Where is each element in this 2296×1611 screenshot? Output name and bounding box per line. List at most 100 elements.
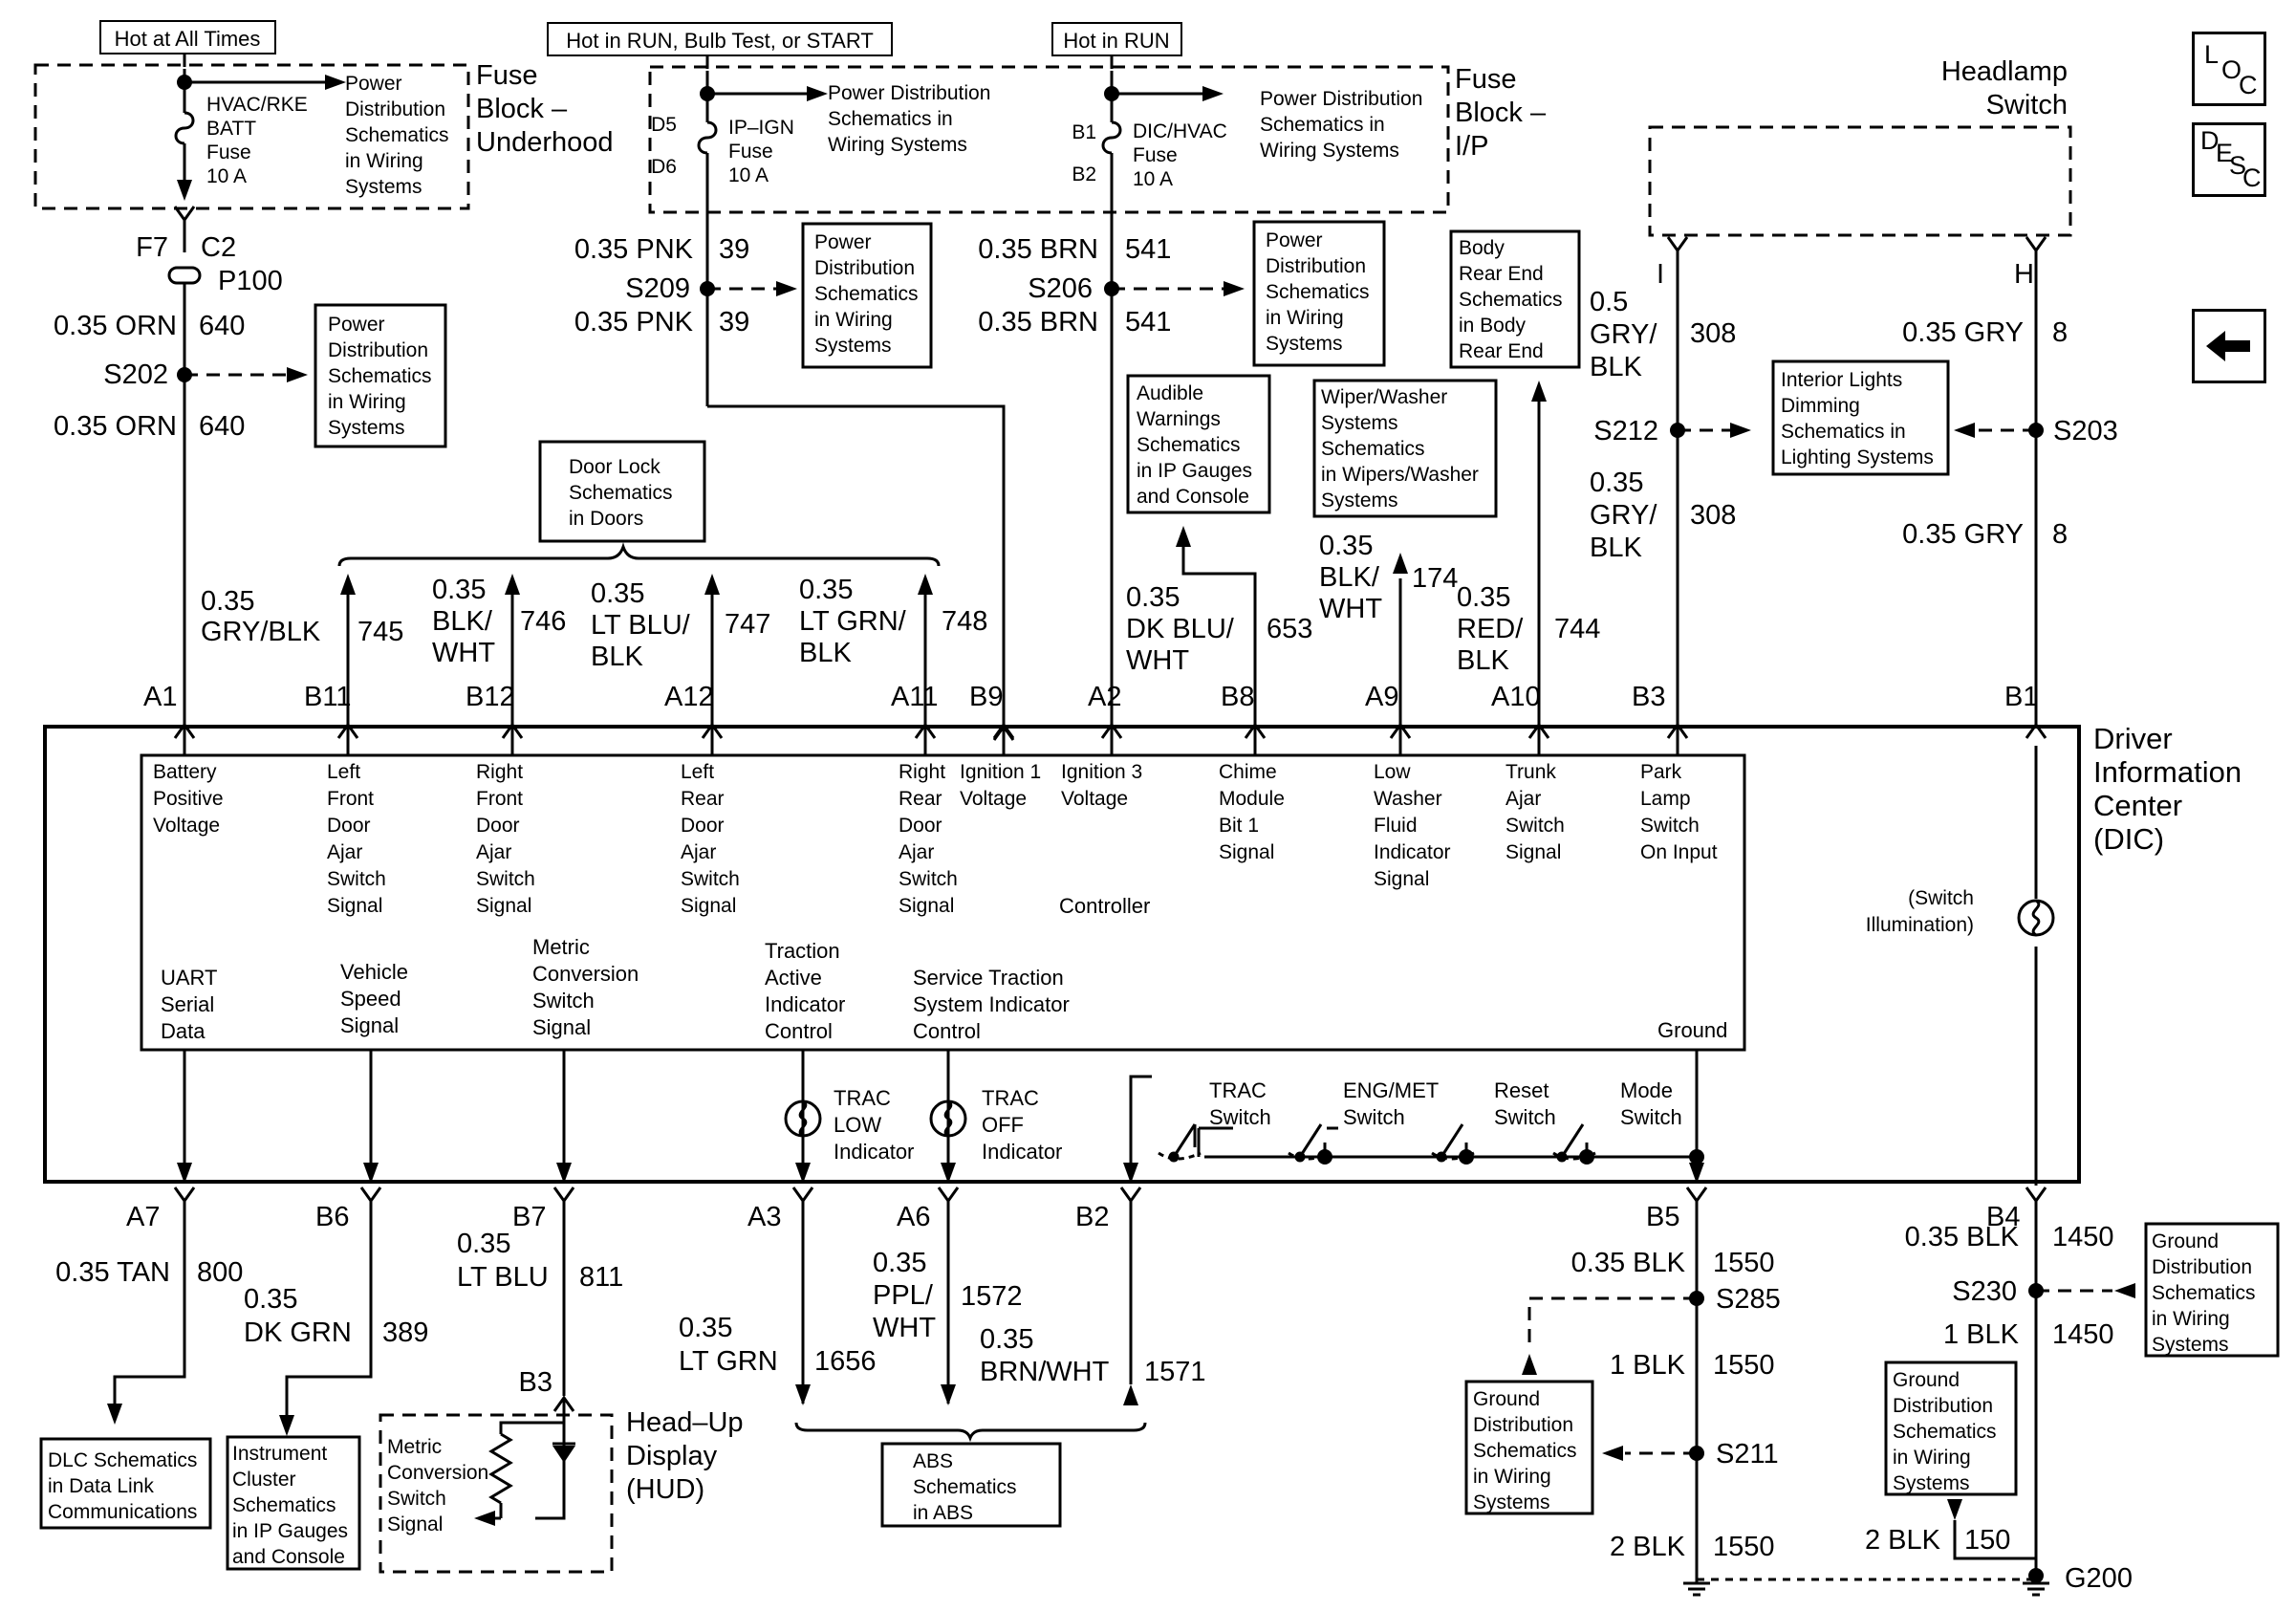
dic-pin-top-icon: [1666, 722, 1689, 739]
dic-output-arrow-icon: [941, 1163, 956, 1184]
dic-input-label: Lamp: [1640, 788, 1691, 810]
ground-g200-label: G200: [2065, 1563, 2133, 1594]
hvac-rke-fuse-label: 10 A: [206, 165, 247, 187]
dic-input-label: Chime: [1219, 761, 1277, 783]
dic-pin-bottom-icon: [937, 1186, 960, 1204]
switch-dash-link: [1431, 1151, 1475, 1161]
abs-arrow-icon: [795, 1384, 811, 1405]
wire-747-circuit: 747: [725, 609, 770, 640]
ground-g200-icon: [2023, 1576, 2049, 1597]
dic-pin-bottom-label: A3: [747, 1202, 781, 1232]
wire-1550-circuit-2: 1550: [1713, 1350, 1775, 1381]
wire: [499, 1398, 566, 1434]
dic-input-label: Signal: [1219, 841, 1274, 863]
wire-174-label: BLK/: [1319, 562, 1380, 593]
dic-input-label: Left: [681, 761, 714, 783]
ip-power-dist-label-1: Wiring Systems: [828, 134, 967, 156]
ref-audible-warnings: Audible: [1137, 382, 1203, 404]
trac-low-indicator-label: Indicator: [834, 1140, 914, 1164]
ref-ground-dist-g200: Ground: [1893, 1369, 1960, 1391]
dic-input-label: Signal: [1374, 868, 1429, 890]
ip-power-dist-label-1: Schematics in: [828, 108, 953, 130]
hot-run-bulb-start-label: Hot in RUN, Bulb Test, or START: [566, 29, 874, 53]
inline-connector-icon: [167, 266, 202, 285]
wire-1572-circuit: 1572: [961, 1281, 1023, 1312]
ref-dlc: in Data Link: [48, 1475, 154, 1497]
ref-power-dist-s206: Systems: [1266, 333, 1343, 355]
wire-308-label: BLK: [1590, 352, 1642, 382]
dic-input-label: Ajar: [1505, 788, 1541, 810]
washer-arrow-icon: [1393, 553, 1408, 574]
dic-input-label: Signal: [681, 895, 736, 917]
dic-input-label: Switch: [1640, 815, 1700, 837]
fuse-block-underhood-title: Fuse: [476, 60, 537, 91]
ref-wiper-washer: Systems: [1321, 412, 1398, 434]
ref-dlc: Communications: [48, 1501, 197, 1523]
arrow-right-icon: [1730, 423, 1751, 438]
dic-input-label: Signal: [476, 895, 531, 917]
dic-output-traction: Traction: [765, 939, 840, 963]
hud-pin-label: B3: [519, 1367, 552, 1398]
dic-input-label: Right: [899, 761, 945, 783]
dic-output-metric: Signal: [532, 1015, 591, 1039]
wire-389-circuit: 389: [382, 1317, 428, 1348]
trac-switch-label: TRAC: [1209, 1078, 1267, 1102]
dic-output-uart: UART: [161, 966, 218, 990]
ref-audible-warnings-box: [1126, 374, 1271, 514]
loc-letter-l: L: [2204, 40, 2220, 69]
dic-pin-bottom-icon: [359, 1186, 382, 1204]
wire-811-color: LT BLU: [457, 1262, 549, 1293]
ref-instrument-cluster: Cluster: [232, 1469, 296, 1491]
wire: [1527, 1296, 1697, 1348]
wire-pnk-39-label-2: 0.35 PNK: [574, 307, 694, 337]
location-button[interactable]: L O C: [2192, 32, 2266, 106]
wire-gry-8-label-2: 0.35 GRY: [1902, 519, 2024, 550]
splice-s209-label: S209: [625, 273, 690, 304]
dic-pin-bottom-icon: [1119, 1186, 1142, 1204]
wire-brn-541-label-2: 0.35 BRN: [978, 307, 1098, 337]
ip-ign-fuse-pins: D6: [651, 156, 677, 178]
audible-warnings-arrow-icon: [1176, 526, 1191, 547]
back-arrow-icon: [2206, 331, 2250, 361]
door-ajar-arrow-icon: [918, 574, 933, 595]
connector-c2: C2: [201, 232, 236, 263]
dic-title: Information: [2093, 755, 2242, 789]
dic-input-label: Park: [1640, 761, 1682, 783]
ip-ign-fuse-label: IP–IGN: [728, 117, 794, 139]
back-button[interactable]: [2192, 309, 2266, 383]
connector-p100: P100: [218, 266, 283, 296]
dic-pin-bottom-icon: [1685, 1186, 1708, 1204]
ref-body-rear-end: Rear End: [1459, 340, 1544, 362]
wire-308-label: GRY/: [1590, 319, 1657, 350]
wire-brn-541-label: 0.35 BRN: [978, 234, 1098, 265]
ip-power-dist-label-1: Power Distribution: [828, 82, 990, 104]
switch-illumination-lamp-icon: [2017, 899, 2055, 937]
dic-hvac-fuse-label: 10 A: [1133, 168, 1173, 190]
dic-pin-top-label: A12: [664, 682, 714, 712]
dic-input-label: Front: [476, 788, 523, 810]
dic-pin-top-label: A1: [143, 682, 177, 712]
switch-dash-link: [1288, 1151, 1332, 1161]
ref-ground-dist-s285: Systems: [1473, 1491, 1550, 1513]
dic-input-label: On Input: [1640, 841, 1718, 863]
headlamp-switch-outline: [1648, 125, 2072, 237]
underhood-power-dist-label: Distribution: [345, 98, 445, 120]
ref-interior-lights: Lighting Systems: [1781, 446, 1934, 468]
wire-745-color: GRY/BLK: [201, 617, 321, 647]
wire-747-label: 0.35: [591, 578, 644, 609]
ref-ground-dist-s230: Systems: [2152, 1334, 2229, 1356]
hud-metric-switch-label: Switch: [387, 1488, 446, 1510]
dic-hvac-fuse-pins: B2: [1072, 163, 1096, 185]
trac-low-indicator-label: LOW: [834, 1113, 881, 1137]
wire-745-size: 0.35: [201, 586, 254, 617]
wire: [535, 1423, 566, 1520]
description-button[interactable]: D E S C: [2192, 122, 2266, 197]
dic-pin-bottom-label: A6: [897, 1202, 930, 1232]
wire: [1953, 1520, 2036, 1560]
dic-pin-top-icon: [1527, 722, 1550, 739]
dic-output-service-traction: System Indicator: [913, 992, 1070, 1016]
underhood-power-dist-label: Power: [345, 73, 402, 95]
dic-input-label: Voltage: [153, 815, 220, 837]
wire-orn-640-circuit: 640: [199, 311, 245, 341]
